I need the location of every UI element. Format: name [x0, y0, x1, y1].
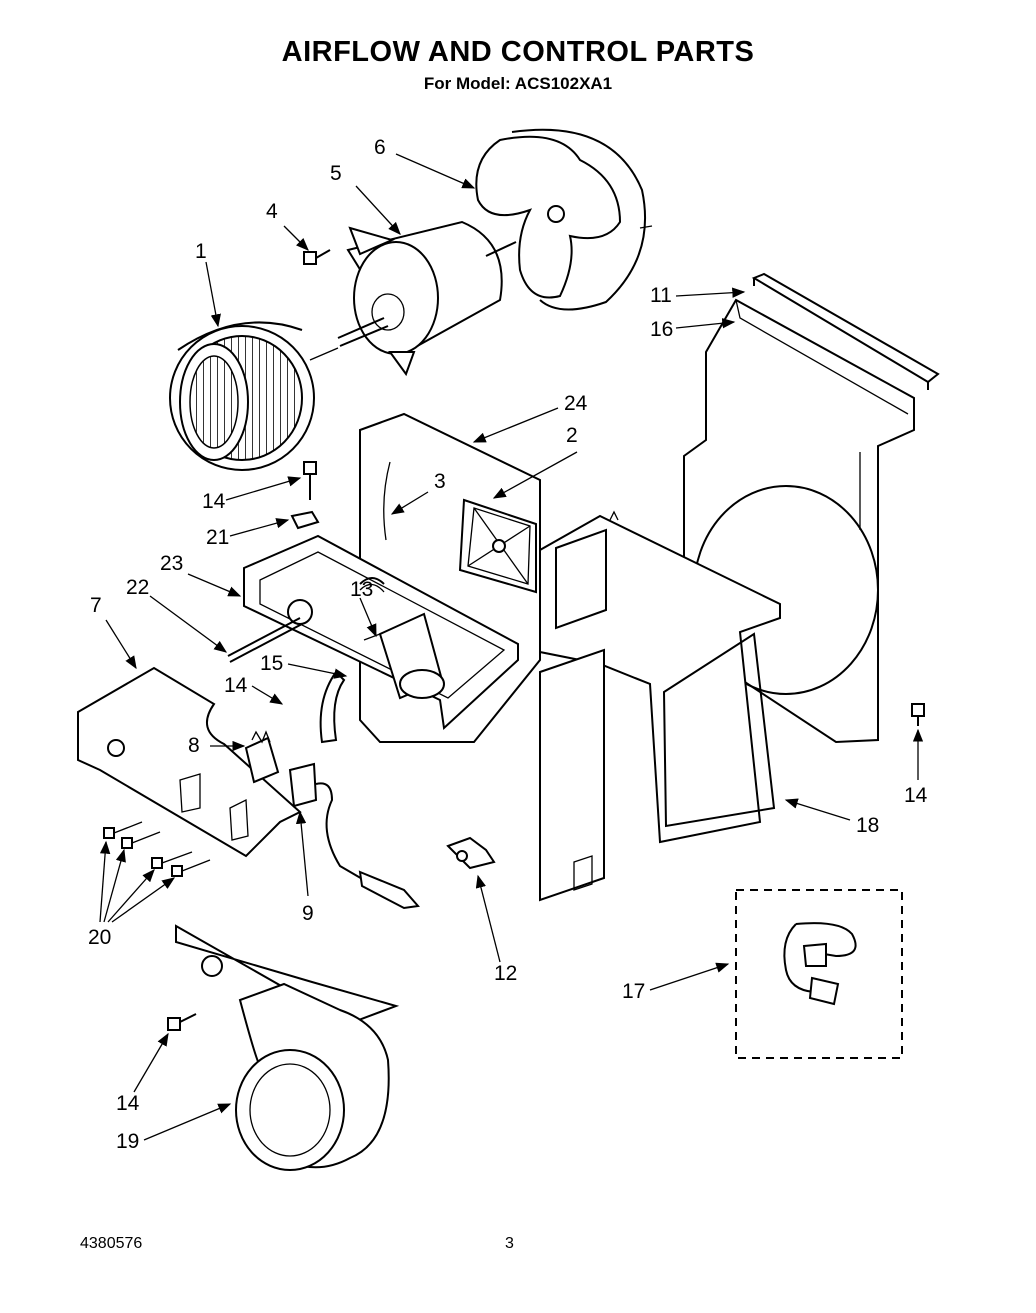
- mounting-rail: [751, 272, 940, 390]
- callout-15: 15: [260, 652, 283, 675]
- callout-17: 17: [622, 980, 645, 1003]
- callout-6: 6: [374, 136, 386, 159]
- document-number: 4380576: [80, 1235, 143, 1252]
- callout-9: 9: [302, 902, 314, 925]
- callout-8: 8: [188, 734, 200, 757]
- vertical-channel: [539, 528, 607, 902]
- scroll-housing: [175, 924, 400, 1171]
- callout-22: 22: [126, 576, 149, 599]
- capacitor-clamp: [319, 670, 346, 744]
- callout-11: 11: [650, 284, 672, 307]
- housing-screw: [167, 1013, 197, 1031]
- run-capacitor: [363, 612, 445, 700]
- motor-mount-screw: [303, 249, 331, 265]
- callout-14-housing: 14: [116, 1092, 140, 1115]
- vent-damper-door: [458, 498, 537, 594]
- thermostat: [288, 762, 420, 910]
- callout-19: 19: [116, 1130, 139, 1153]
- panel-screws: [103, 821, 211, 877]
- callout-5: 5: [330, 162, 342, 185]
- mounting-bracket: [290, 510, 320, 530]
- blower-wheel: [169, 321, 315, 471]
- page-number: 3: [505, 1235, 514, 1252]
- selector-switch: [244, 730, 280, 784]
- callout-14-box: 14: [224, 674, 248, 697]
- callout-23: 23: [160, 552, 183, 575]
- callout-20: 20: [88, 926, 111, 949]
- callout-18: 18: [856, 814, 879, 837]
- callout-24: 24: [564, 392, 588, 415]
- shroud-screw: [911, 703, 925, 726]
- callout-14-shroud: 14: [904, 784, 928, 807]
- callout-21: 21: [206, 526, 229, 549]
- bracket-screw: [303, 461, 317, 500]
- callout-7: 7: [90, 594, 102, 617]
- terminal-bracket: [446, 836, 496, 870]
- control-shaft: [227, 617, 303, 663]
- callout-leaders: [99, 153, 924, 1141]
- callout-12: 12: [494, 962, 517, 985]
- callout-numbers: 1 2 3 4 5 6 7 8 9 11 16 12 13 14 14 14 1…: [88, 136, 928, 1153]
- callout-14-bracket: 14: [202, 490, 226, 513]
- page-title: AIRFLOW AND CONTROL PARTS: [281, 36, 755, 68]
- fan-motor: [309, 220, 517, 377]
- model-subtitle: For Model: ACS102XA1: [423, 74, 613, 93]
- condenser-fan-blade: [475, 128, 653, 311]
- callout-4: 4: [266, 200, 278, 223]
- callout-1: 1: [195, 240, 207, 263]
- control-box: [243, 534, 519, 731]
- callout-16: 16: [650, 318, 673, 341]
- callout-3: 3: [434, 470, 446, 493]
- control-panel: [77, 666, 302, 858]
- power-cord-kit: [735, 889, 903, 1059]
- callout-2: 2: [566, 424, 578, 447]
- callout-13: 13: [350, 578, 373, 601]
